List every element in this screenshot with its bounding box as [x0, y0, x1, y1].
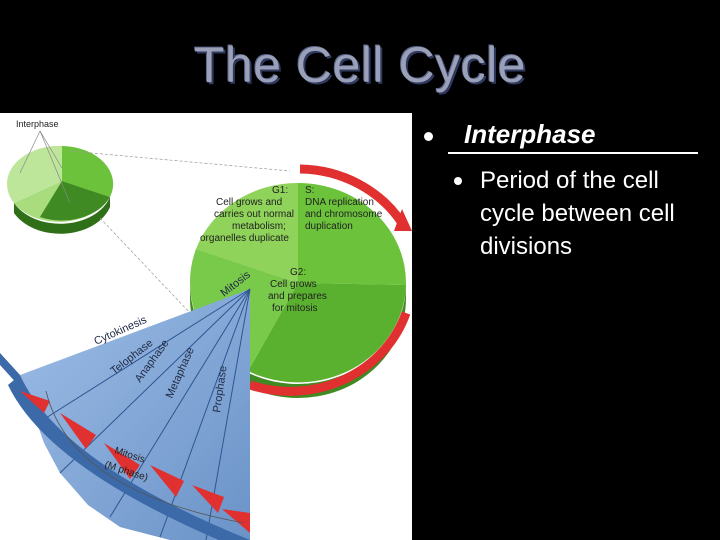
- slide-title: The Cell Cycle: [193, 37, 527, 93]
- inset-slice-mid: [62, 146, 114, 197]
- s-title: S:: [305, 185, 314, 196]
- bullet-list: Interphase Period of the cell cycle betw…: [420, 118, 716, 263]
- fan-divider-5: [37, 288, 251, 424]
- s-line-1: DNA replication: [305, 197, 374, 208]
- g2-line-1: Cell grows: [270, 279, 317, 290]
- red-arrow-top: [299, 164, 406, 226]
- sub-bullet-dot: [454, 177, 462, 185]
- mitosis-fan: [0, 288, 251, 540]
- fill-in-blank: [448, 118, 698, 154]
- s-line-2: and chromosome: [305, 209, 383, 220]
- s-slice: [298, 183, 407, 285]
- s-line-3: duplication: [305, 221, 353, 232]
- g1-line-2: carries out normal: [214, 209, 294, 220]
- mphase-bracket: [45, 390, 245, 524]
- bullet-main: Interphase: [420, 118, 716, 158]
- g1-line-3: metabolism;: [232, 221, 286, 232]
- fan-arrow-4: [150, 465, 184, 497]
- g1-slice: [196, 182, 298, 283]
- fan-red-arrows: [20, 391, 250, 533]
- g2-line-2: and prepares: [268, 291, 327, 302]
- guide-line-bottom: [99, 217, 191, 314]
- g2-slice: [248, 283, 406, 383]
- g2-title: G2:: [290, 267, 306, 278]
- g1-line-1: Cell grows and: [216, 197, 282, 208]
- fan-arrow-2: [60, 413, 96, 449]
- fan-divider-2: [109, 288, 251, 518]
- fan-arrow-5: [192, 485, 224, 513]
- cell-cycle-svg: Interphase: [0, 119, 412, 540]
- red-arrowhead-top: [394, 209, 412, 231]
- g2-line-3: for mitosis: [272, 303, 318, 314]
- inset-pie: [6, 145, 114, 234]
- bullet-sub-text: Period of the cell cycle between cell di…: [480, 167, 675, 260]
- bullet-sub: Period of the cell cycle between cell di…: [420, 164, 716, 263]
- fan-divider-1: [59, 288, 251, 474]
- cell-cycle-diagram: Interphase: [0, 113, 412, 540]
- fan-arrow-1: [20, 391, 50, 413]
- inset-pointer-1: [19, 130, 41, 174]
- fan-edge-left: [0, 353, 20, 387]
- g1-line-4: organelles duplicate: [200, 233, 289, 244]
- inset-label: Interphase: [16, 119, 59, 129]
- inset-pointer-2: [39, 130, 63, 169]
- inset-pie-edge: [14, 197, 110, 234]
- bullet-dot: [424, 132, 433, 141]
- fan-arrow-6: [222, 509, 250, 533]
- inset-slice-dark: [40, 181, 110, 221]
- mitosis-fan-body: [20, 289, 250, 540]
- inset-pointer-3: [39, 130, 71, 204]
- bullet-main-text: Interphase: [464, 119, 596, 149]
- red-arrow-bottom: [248, 311, 411, 396]
- fan-arrow-3: [104, 443, 140, 479]
- g1-title: G1:: [272, 185, 288, 196]
- inset-slice-light: [6, 145, 62, 203]
- guide-line-top: [69, 150, 291, 172]
